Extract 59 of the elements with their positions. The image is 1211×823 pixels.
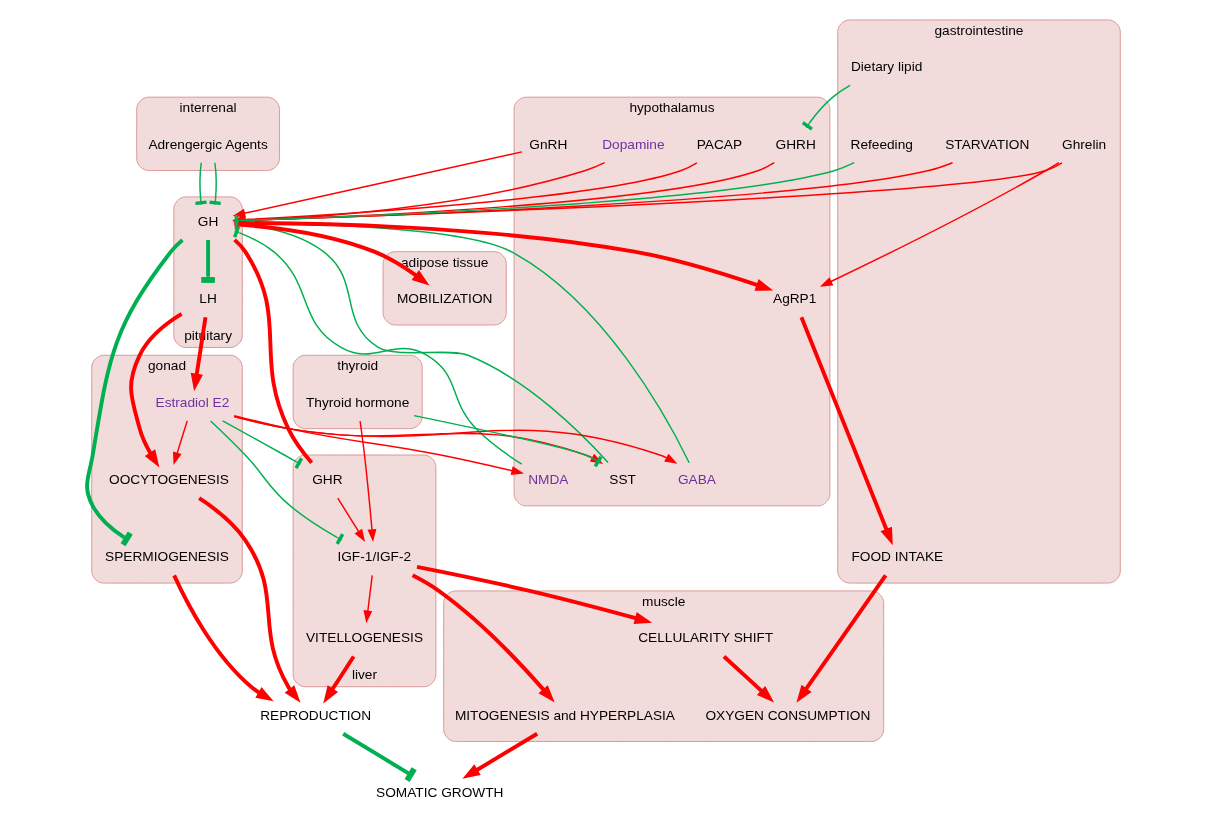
node-text: REPRODUCTION [259, 707, 371, 723]
connector [341, 732, 417, 782]
connector [232, 238, 313, 465]
connector [200, 240, 215, 283]
node-text: FOOD INTAKE [851, 549, 943, 565]
node-text: SST [608, 472, 636, 488]
arrow [233, 414, 524, 475]
arrow [416, 564, 652, 624]
arrow [336, 497, 365, 542]
connector [412, 414, 602, 468]
node-text: Estradiol E2 [155, 394, 229, 410]
arrow [128, 312, 183, 468]
node-text: LH [198, 291, 217, 307]
arrow [322, 655, 355, 704]
connector [209, 420, 344, 545]
node-text: NMDA [527, 472, 568, 488]
arrow [232, 415, 603, 464]
node-text: VITELLOGENESIS [305, 630, 423, 646]
connector [801, 84, 851, 131]
arrow [171, 574, 274, 702]
node-text: OOCYTOGENESIS [108, 472, 229, 488]
node-text: GH [197, 213, 218, 229]
arrow [232, 415, 677, 464]
node-text: OXYGEN CONSUMPTION [704, 707, 870, 723]
arrow [411, 573, 555, 703]
node-text: MOBILIZATION [396, 291, 492, 307]
arrow [172, 420, 188, 465]
node-text: Dopamine [601, 136, 665, 152]
arrow [190, 317, 207, 392]
arrow [819, 162, 1060, 287]
arrow [232, 151, 523, 218]
node-text: SPERMIOGENESIS [104, 549, 229, 565]
arrow [722, 655, 774, 703]
node-text: Adrengergic Agents [147, 136, 268, 152]
node-text: Refeeding [850, 136, 913, 152]
node-text: AgRP1 [772, 291, 816, 307]
node-text: GABA [677, 472, 716, 488]
connector [84, 238, 184, 547]
node-text: Ghrelin [1061, 136, 1106, 152]
arrow [795, 574, 887, 703]
node-text: CELLULARITY SHIFT [637, 630, 773, 646]
node-text: MITOGENESIS and HYPERPLASIA [454, 707, 675, 723]
node-text: Dietary lipid [850, 59, 922, 75]
node-text: GnRH [528, 136, 567, 152]
node-text: STARVATION [944, 136, 1029, 152]
connector [221, 420, 303, 469]
arrow [358, 420, 376, 542]
arrow [461, 732, 538, 779]
arrow [197, 496, 300, 703]
arrow [799, 316, 893, 546]
connector [208, 162, 221, 206]
node-text: GHRH [775, 136, 816, 152]
node-text: IGF-1/IGF-2 [336, 549, 411, 565]
connector [194, 162, 207, 206]
node-text: GHR [311, 472, 343, 488]
node-text: Thyroid hormone [305, 394, 409, 410]
node-text: PACAP [696, 136, 742, 152]
node-text: SOMATIC GROWTH [375, 784, 503, 800]
arrow [362, 574, 373, 624]
